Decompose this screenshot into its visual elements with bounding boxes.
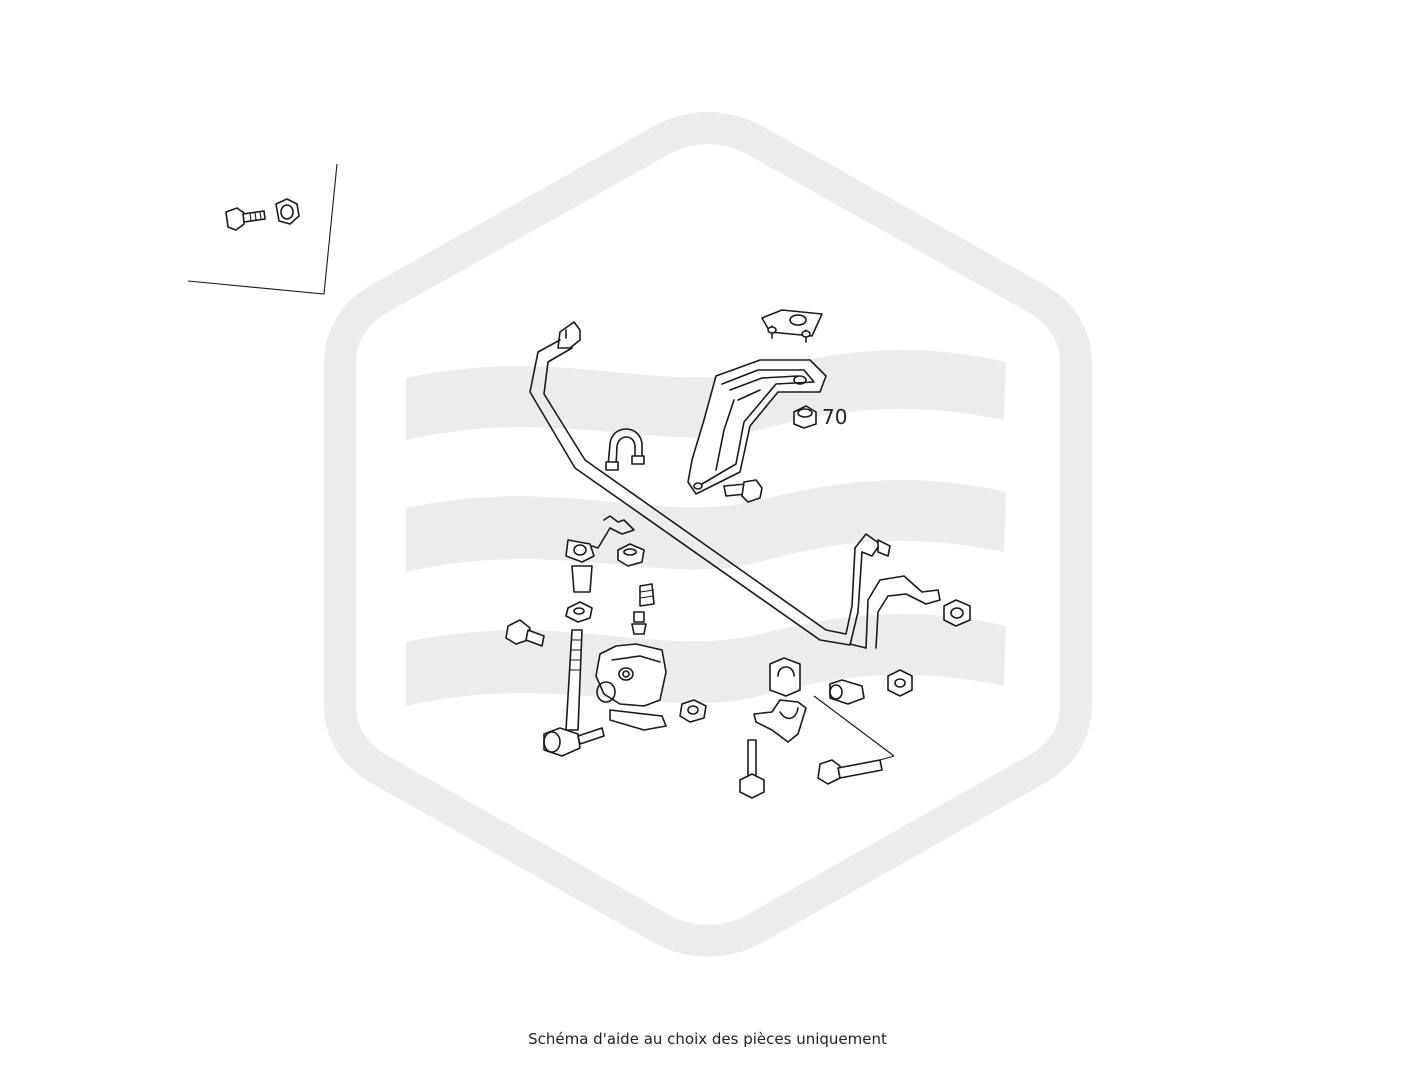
- hex-nut-far-right-icon: [943, 599, 971, 627]
- sensor-bearing-icon: [595, 643, 667, 731]
- stud-stack-icon: [631, 611, 647, 635]
- drop-link-lower-icon: [543, 629, 605, 757]
- part-label-70: 70: [822, 405, 847, 429]
- stabilizer-bar: [529, 321, 941, 649]
- u-bolt-icon: [605, 428, 645, 471]
- vertical-bolt-icon: [739, 739, 765, 799]
- watermark-wave-2: [406, 480, 1006, 572]
- diagram-caption: Schéma d'aide au choix des pièces unique…: [528, 1030, 887, 1048]
- hex-nut-right-icon: [679, 699, 707, 723]
- bar-bushing-block-icon: [769, 657, 801, 697]
- support-bracket-icon: [687, 359, 827, 495]
- left-bolt-icon: [505, 619, 545, 647]
- right-link-end-icon: [813, 679, 895, 785]
- rubber-bushing-icon: [639, 583, 655, 607]
- bushing-clamp-icon: [753, 699, 807, 743]
- inset-nut-icon: [275, 198, 300, 225]
- washer-nut-icon: [617, 543, 645, 567]
- watermark-hexagon: [324, 112, 1092, 957]
- mounting-plate-icon: [761, 309, 823, 343]
- watermark-wave-1: [406, 350, 1006, 440]
- flange-nut-icon: [793, 405, 817, 429]
- drop-link-upper-icon: [565, 539, 595, 593]
- bracket-bolt-icon: [723, 479, 763, 503]
- watermark-logo: [324, 112, 1092, 957]
- hex-nut-small-icon: [565, 601, 593, 623]
- inset-bolt-icon: [225, 207, 266, 231]
- hex-nut-lower-right-icon: [887, 669, 913, 697]
- watermark-wave-3: [406, 614, 1006, 706]
- inset-frame: [187, 163, 338, 295]
- bar-clip-icon: [591, 515, 635, 549]
